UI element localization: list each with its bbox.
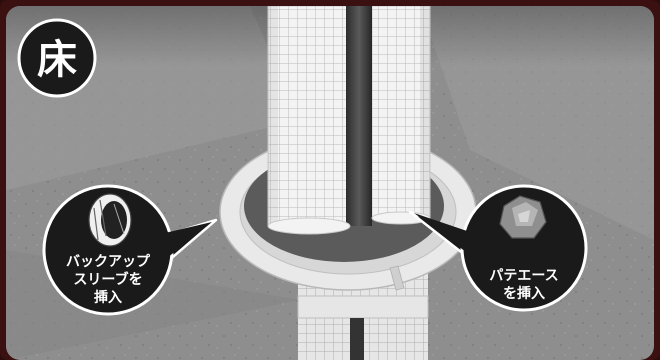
callout-right-line2: を挿入 — [503, 285, 545, 302]
center-pipe — [346, 6, 372, 226]
cable-bundle — [268, 6, 430, 234]
callout-left-line2: スリーブを — [73, 271, 142, 288]
floor-badge: 床 — [19, 20, 95, 96]
backup-sleeve-icon — [89, 194, 131, 246]
callout-right-line1: パテエース — [489, 268, 558, 284]
badge-label: 床 — [37, 37, 77, 83]
callout-left-line1: バックアップ — [66, 254, 151, 270]
callout-left-line3: 挿入 — [94, 289, 122, 306]
